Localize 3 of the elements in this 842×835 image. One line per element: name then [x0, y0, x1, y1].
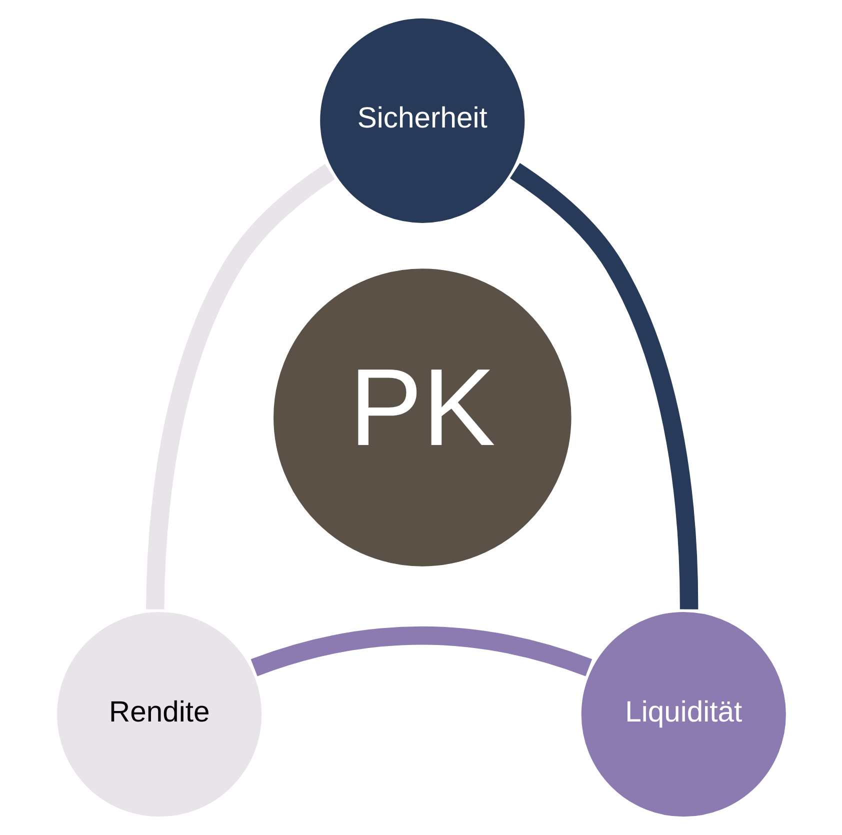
- connector: [145, 164, 335, 610]
- connector: [509, 163, 698, 610]
- connector: [250, 626, 592, 676]
